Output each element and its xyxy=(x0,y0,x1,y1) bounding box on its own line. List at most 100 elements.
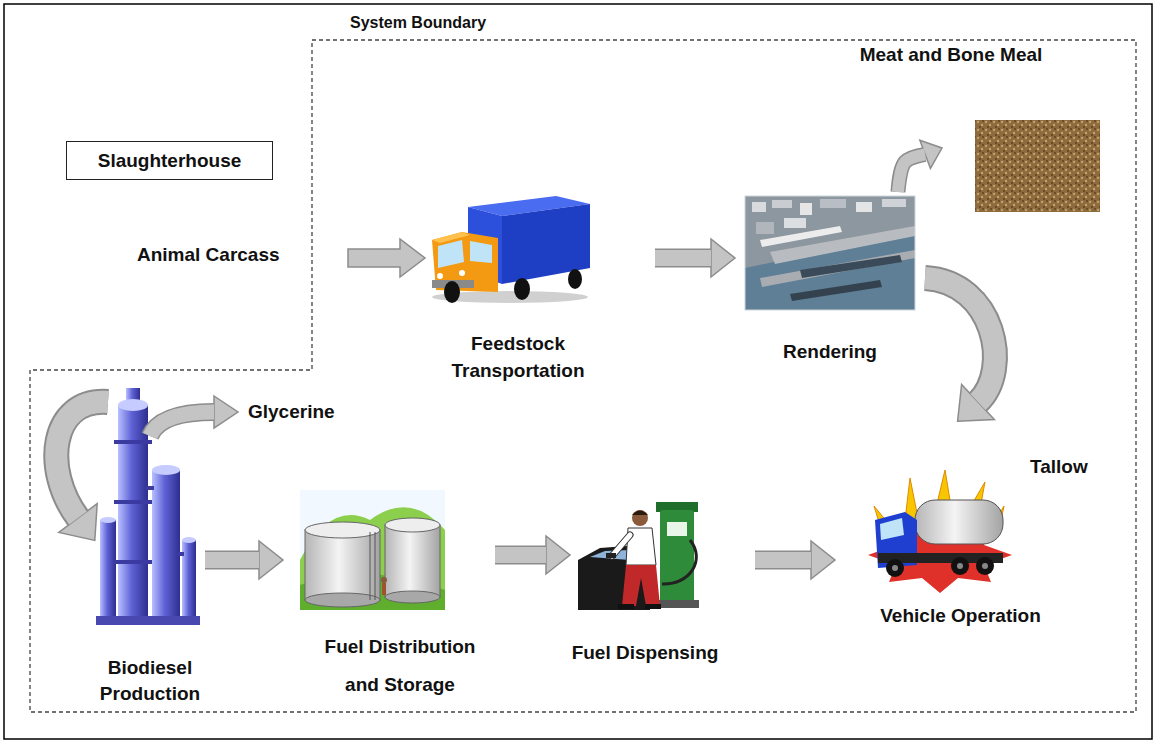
arrow-head xyxy=(259,541,283,579)
biodiesel-tower-icon xyxy=(114,440,152,444)
meat-and-bone-meal-photo xyxy=(975,120,1100,212)
product-stage: Meat and Bone Meal xyxy=(975,120,1100,212)
truck-icon xyxy=(432,232,498,292)
tanker-truck-icon xyxy=(982,563,988,569)
glycerine-arrow xyxy=(150,396,238,436)
flow-arrow xyxy=(755,541,835,579)
caption-holder: Feedstock Transportation xyxy=(438,330,598,384)
biodiesel-tower-icon xyxy=(178,552,184,556)
truck-icon xyxy=(470,241,492,263)
arrow-shaft xyxy=(205,552,259,568)
flow-arrow xyxy=(205,541,283,579)
biodiesel-tower-icon xyxy=(182,540,196,620)
process-box: Slaughterhouse xyxy=(66,141,273,180)
stage-caption: Biodiesel Production xyxy=(90,655,210,707)
truck-icon xyxy=(432,232,470,243)
rendering-photo xyxy=(784,218,806,228)
feed-in-curved-arrow xyxy=(56,402,108,518)
tanker-truck-icon xyxy=(951,557,969,575)
storage-tanks-picture xyxy=(305,522,380,538)
biodiesel-tower-icon xyxy=(100,517,116,523)
arrow-shaft-outline xyxy=(495,546,546,565)
fuel-pump-picture xyxy=(660,510,694,605)
stage-caption: Rendering xyxy=(755,340,905,364)
flow-arrow xyxy=(655,239,735,277)
tanker-truck-icon xyxy=(976,557,994,575)
stage-caption: Feedstock Transportation xyxy=(438,330,598,384)
fuel-pump-picture xyxy=(612,535,630,556)
arrow-shaft xyxy=(755,552,811,568)
glycerine-arrow xyxy=(150,412,214,436)
outer-frame xyxy=(4,4,1152,739)
caption-holder: Meat and Bone Meal xyxy=(851,44,1051,66)
byproduct-label: Glycerine xyxy=(248,401,335,423)
arrow-shaft xyxy=(898,154,925,192)
rendering-photo xyxy=(752,202,766,212)
caption-holder: Biodiesel Production xyxy=(90,655,210,707)
biodiesel-tower-icon xyxy=(114,500,152,504)
biodiesel-tower-icon xyxy=(114,560,152,564)
biodiesel-tower-icon xyxy=(118,399,148,411)
arrow-shaft xyxy=(495,547,546,563)
truck-icon xyxy=(568,269,582,289)
label-holder: Glycerine xyxy=(248,401,335,423)
fuel-pump-picture xyxy=(667,522,687,536)
fuel-pump-picture xyxy=(578,502,699,610)
arrow-shaft-outline xyxy=(898,154,925,192)
caption-holder: Fuel Distribution and Storage xyxy=(313,628,488,704)
stage-caption: Meat and Bone Meal xyxy=(851,44,1051,66)
storage-tanks-picture xyxy=(305,593,380,607)
arrow-shaft-outline xyxy=(755,551,811,570)
transport-stage: Feedstock Transportation xyxy=(430,195,590,300)
flow-arrow xyxy=(495,536,570,574)
rendering-photo xyxy=(760,226,842,247)
rendering-photo xyxy=(745,196,915,310)
label-holder: Animal Carcass xyxy=(137,244,280,266)
feed-arrow xyxy=(348,239,425,277)
tallow-curved-arrow xyxy=(925,278,995,421)
stage-caption: Fuel Dispensing xyxy=(560,641,730,665)
caption-holder: Fuel Dispensing xyxy=(560,641,730,665)
storage-tanks-picture xyxy=(370,532,371,600)
fuel-pump-picture xyxy=(632,511,648,516)
storage-tanks-picture xyxy=(381,577,387,583)
rendering-photo xyxy=(800,203,812,215)
tanker-truck-icon xyxy=(868,470,1012,593)
tanker-truck-icon xyxy=(957,563,963,569)
biodiesel-tower-icon xyxy=(100,520,116,620)
label-holder: Tallow xyxy=(1030,456,1088,478)
caption-holder: Vehicle Operation xyxy=(871,604,1051,628)
tanker-truck-icon xyxy=(915,500,1003,544)
dispensing-stage: Fuel Dispensing xyxy=(578,495,705,610)
rendering-photo xyxy=(856,202,872,212)
truck-icon xyxy=(514,278,530,300)
storage-tanks-picture xyxy=(385,525,440,597)
glycerine-arrow xyxy=(214,396,238,428)
rendering-photo xyxy=(820,199,846,208)
feed-in-curved-arrow xyxy=(56,402,108,541)
box-label: Slaughterhouse xyxy=(98,149,242,173)
fuel-pump-picture xyxy=(662,540,696,584)
biodiesel-tower-icon xyxy=(182,537,196,543)
flow-label: Animal Carcass xyxy=(137,244,280,266)
biodiesel-tower-icon xyxy=(152,470,180,620)
tanker-truck-icon xyxy=(892,565,898,571)
production-stage: Biodiesel Production xyxy=(100,385,195,625)
vehicle-stage: Vehicle Operation xyxy=(870,470,1005,590)
arrow-shaft-outline xyxy=(655,249,711,268)
fuel-pump-picture xyxy=(606,553,616,558)
rendering-photo xyxy=(800,255,902,278)
tanker-truck-icon xyxy=(880,518,904,540)
rendering-photo xyxy=(745,196,915,310)
rendering-photo xyxy=(745,196,915,310)
storage-tanks-picture xyxy=(385,591,440,603)
fuel-pump-picture xyxy=(612,535,630,556)
arrow-shaft-outline xyxy=(205,551,259,570)
storage-tanks-picture xyxy=(300,490,445,610)
rendering-photo xyxy=(790,280,882,301)
biodiesel-tower-icon xyxy=(152,465,180,475)
feed-in-curved-arrow xyxy=(56,402,108,518)
flow-arrow xyxy=(898,140,942,192)
rendering-stage: Rendering xyxy=(745,196,915,310)
tanker-truck-icon xyxy=(886,559,904,577)
